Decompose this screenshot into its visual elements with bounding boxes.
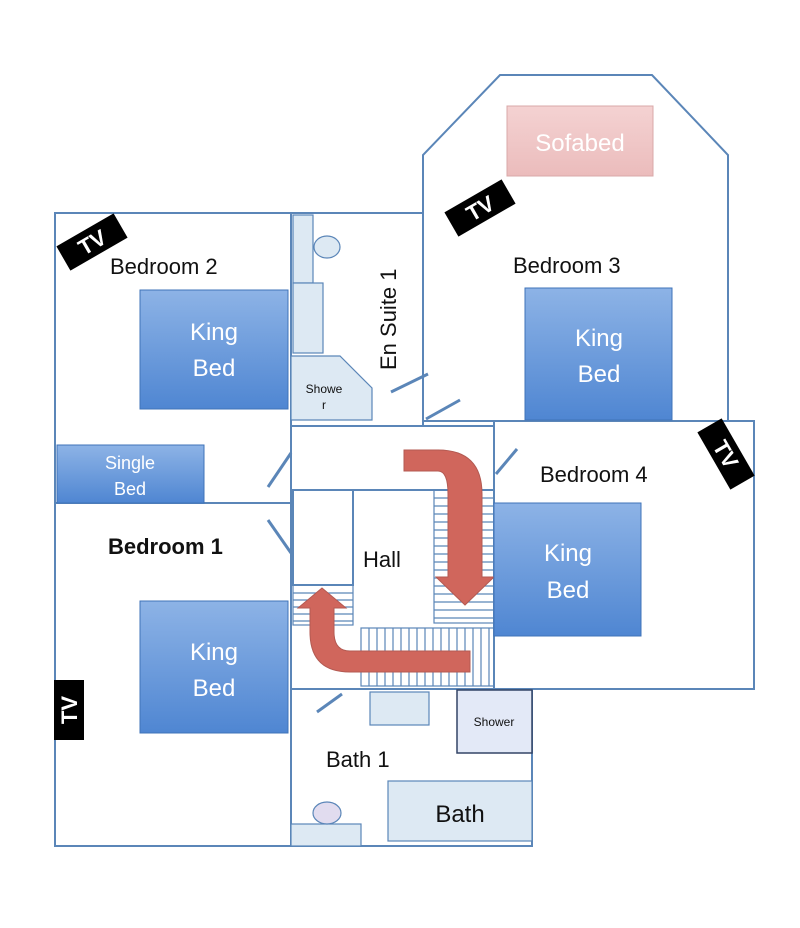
bedroom1-king-bed bbox=[139, 600, 289, 734]
bedroom1-label: Bedroom 1 bbox=[108, 534, 223, 559]
bedroom3-label: Bedroom 3 bbox=[513, 253, 621, 278]
ensuite-basin bbox=[313, 235, 341, 259]
bedroom2-bed-label-2: Bed bbox=[193, 355, 236, 382]
door-bedroom2 bbox=[266, 452, 293, 488]
doors bbox=[266, 372, 519, 714]
bedroom1-bed-label-1: King bbox=[190, 639, 238, 666]
ensuite-shower bbox=[290, 355, 373, 421]
single-bed-label-2: Bed bbox=[114, 479, 146, 499]
hall-label: Hall bbox=[363, 547, 401, 572]
door-ensuite bbox=[390, 372, 429, 394]
ensuite-label: En Suite 1 bbox=[376, 268, 401, 370]
bath1-toilet bbox=[290, 823, 362, 847]
ensuite-shower-label-1: Showe bbox=[306, 382, 343, 396]
bath1-label: Bath 1 bbox=[326, 747, 390, 772]
tv-bedroom2-box bbox=[56, 213, 128, 271]
bathtub bbox=[387, 780, 533, 842]
bath1-shower-label: Shower bbox=[474, 715, 515, 729]
bath1-wall bbox=[290, 688, 533, 847]
tv-bedroom3-box bbox=[444, 179, 516, 237]
tv-bedroom4: TV bbox=[697, 418, 755, 490]
ensuite-shower-label-2: r bbox=[322, 398, 326, 412]
door-bedroom3 bbox=[425, 398, 461, 421]
bedroom4-king-bed bbox=[493, 502, 642, 637]
bedroom4-bed-label-2: Bed bbox=[547, 577, 590, 604]
sofabed-label: Sofabed bbox=[535, 130, 624, 157]
tv-markers: TV TV TV TV bbox=[54, 179, 755, 740]
bedroom3-bed-label-2: Bed bbox=[578, 361, 621, 388]
bedroom3-king-bed bbox=[524, 287, 673, 421]
door-bath1 bbox=[316, 692, 343, 714]
stair-arrows bbox=[296, 449, 496, 673]
tv-bedroom3: TV bbox=[444, 179, 516, 237]
beds: King Bed Single Bed King Bed King Bed Ki… bbox=[56, 105, 673, 734]
sofabed bbox=[506, 105, 654, 177]
single-bed-label-1: Single bbox=[105, 453, 155, 473]
bath1-vanity bbox=[369, 691, 430, 726]
bedroom4-bed-label-1: King bbox=[544, 540, 592, 567]
bedroom2-single-bed bbox=[56, 444, 205, 504]
door-bedroom1 bbox=[266, 519, 293, 554]
door-bedroom4 bbox=[494, 448, 519, 475]
bath1-basin bbox=[312, 801, 342, 825]
tv-bedroom4-box bbox=[697, 418, 755, 490]
bath1-fixtures: Shower Bath bbox=[290, 689, 533, 847]
ensuite-fixtures: Showe r bbox=[290, 214, 373, 421]
hall-stairwell bbox=[292, 489, 354, 586]
bath1-shower bbox=[456, 689, 533, 754]
hall-landing bbox=[290, 425, 495, 491]
tv-bedroom1-label: TV bbox=[57, 696, 82, 724]
bedroom2-bed-label-1: King bbox=[190, 319, 238, 346]
room-labels: Bedroom 2 Bedroom 1 Bedroom 3 Bedroom 4 … bbox=[108, 253, 648, 772]
bedroom1-bed-label-2: Bed bbox=[193, 675, 236, 702]
bathtub-label: Bath bbox=[435, 801, 484, 828]
ensuite-toilet bbox=[292, 282, 324, 354]
bedroom3-bed-label-1: King bbox=[575, 325, 623, 352]
arrow-down bbox=[403, 449, 496, 606]
ensuite-counter bbox=[292, 214, 314, 284]
bedroom2-label: Bedroom 2 bbox=[110, 254, 218, 279]
arrow-up bbox=[296, 587, 471, 673]
tv-bedroom1: TV bbox=[54, 680, 84, 740]
bedroom4-label: Bedroom 4 bbox=[540, 462, 648, 487]
bedroom2-king-bed bbox=[139, 289, 289, 410]
tv-bedroom1-box bbox=[54, 680, 84, 740]
